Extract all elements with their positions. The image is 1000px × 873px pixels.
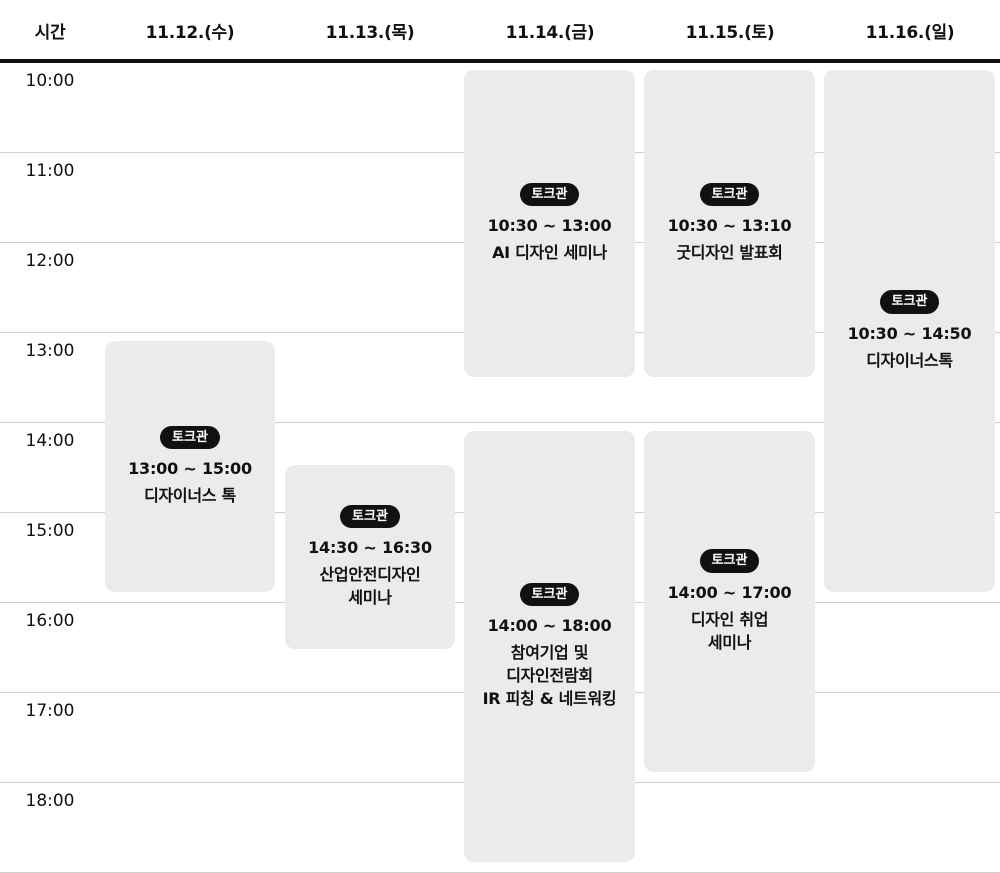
session-time: 14:00 ~ 18:00	[487, 616, 612, 636]
day-header-1114: 11.14.(금)	[505, 22, 595, 43]
session-title: 굿디자인 발표회	[676, 243, 783, 263]
venue-badge: 토크관	[519, 182, 580, 207]
day-header-1113: 11.13.(목)	[325, 22, 415, 43]
time-label-1100: 11:00	[25, 161, 75, 181]
session-title: 디자이너스톡	[866, 350, 953, 370]
time-label-1300: 13:00	[25, 341, 75, 361]
time-column-header: 시간	[34, 22, 66, 43]
session-card-design-job-seminar[interactable]: 토크관 14:00 ~ 17:00 디자인 취업 세미나	[644, 431, 815, 772]
session-time: 14:30 ~ 16:30	[308, 538, 432, 558]
session-card-designers-talk-1116[interactable]: 토크관 10:30 ~ 14:50 디자이너스톡	[824, 70, 995, 592]
time-label-1500: 15:00	[25, 521, 75, 541]
session-time: 14:00 ~ 17:00	[667, 582, 792, 602]
session-card-ir-pitching-networking[interactable]: 토크관 14:00 ~ 18:00 참여기업 및 디자인전람회 IR 피칭 & …	[464, 431, 635, 862]
header-divider	[0, 59, 1000, 63]
session-title: 산업안전디자인 세미나	[319, 565, 421, 608]
time-label-1000: 10:00	[25, 71, 75, 91]
session-time: 10:30 ~ 14:50	[847, 323, 972, 343]
session-card-designers-talk-1112[interactable]: 토크관 13:00 ~ 15:00 디자이너스 톡	[105, 341, 275, 592]
session-title: AI 디자인 세미나	[492, 243, 607, 263]
session-card-good-design-presentation[interactable]: 토크관 10:30 ~ 13:10 굿디자인 발표회	[644, 70, 815, 377]
session-card-ai-design-seminar[interactable]: 토크관 10:30 ~ 13:00 AI 디자인 세미나	[464, 70, 635, 377]
time-label-1600: 16:00	[25, 611, 75, 631]
time-label-1700: 17:00	[25, 701, 75, 721]
session-title: 디자이너스 톡	[144, 486, 236, 506]
session-title: 참여기업 및 디자인전람회 IR 피칭 & 네트워킹	[482, 643, 617, 709]
session-time: 13:00 ~ 15:00	[128, 459, 252, 479]
venue-badge: 토크관	[340, 504, 400, 529]
session-time: 10:30 ~ 13:10	[667, 216, 792, 236]
venue-badge: 토크관	[160, 425, 220, 450]
session-title: 디자인 취업 세미나	[690, 609, 769, 652]
session-card-safety-design-seminar[interactable]: 토크관 14:30 ~ 16:30 산업안전디자인 세미나	[285, 465, 455, 649]
day-header-1115: 11.15.(토)	[685, 22, 775, 43]
hour-gridline	[0, 422, 1000, 423]
day-header-1116: 11.16.(일)	[865, 22, 955, 43]
venue-badge: 토크관	[519, 582, 580, 607]
time-label-1800: 18:00	[25, 791, 75, 811]
time-label-1400: 14:00	[25, 431, 75, 451]
time-label-1200: 12:00	[25, 251, 75, 271]
venue-badge: 토크관	[879, 290, 940, 314]
day-header-1112: 11.12.(수)	[145, 22, 235, 43]
schedule-header: 시간 11.12.(수) 11.13.(목) 11.14.(금) 11.15.(…	[0, 0, 1000, 60]
session-time: 10:30 ~ 13:00	[487, 216, 612, 236]
venue-badge: 토크관	[699, 182, 760, 207]
venue-badge: 토크관	[699, 549, 760, 573]
